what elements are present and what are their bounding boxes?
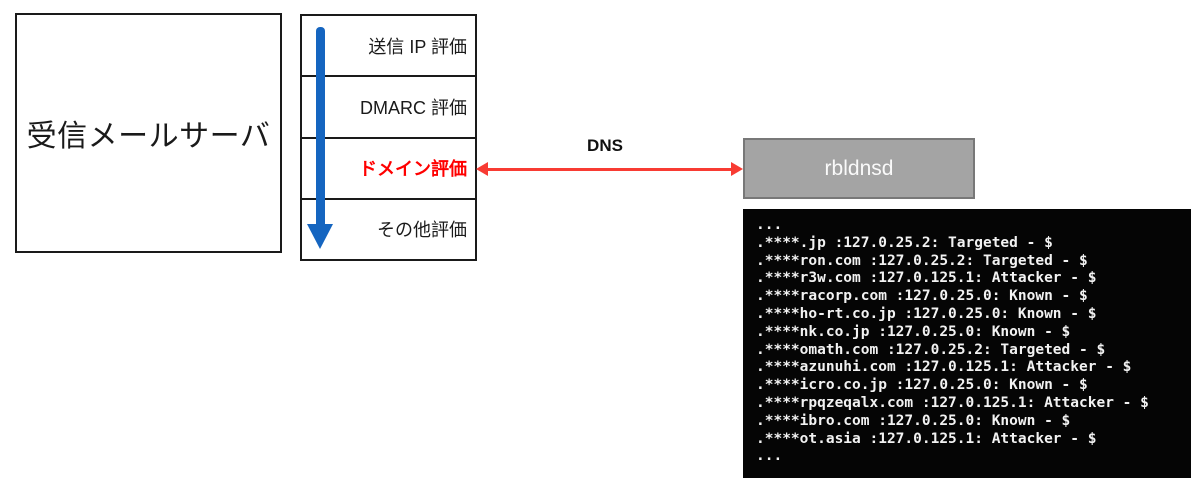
down-arrow-icon <box>316 27 325 224</box>
dns-label: DNS <box>587 136 623 155</box>
down-arrow-head-icon <box>307 224 333 249</box>
receiving-mail-server-label: 受信メールサーバ <box>26 120 271 153</box>
terminal-text: ... .****.jp :127.0.25.2: Targeted - $ .… <box>756 217 1149 465</box>
rbldnsd-label: rbldnsd <box>824 156 894 180</box>
eval-step-domain: ドメイン評価 <box>302 139 475 200</box>
eval-step-label: DMARC 評価 <box>360 97 467 118</box>
rbldnsd-terminal-output: ... .****.jp :127.0.25.2: Targeted - $ .… <box>743 209 1191 478</box>
arrow-right-icon <box>731 162 743 176</box>
arrow-left-icon <box>476 162 488 176</box>
eval-step-other: その他評価 <box>302 200 475 259</box>
evaluation-pipeline: 送信 IP 評価 DMARC 評価 ドメイン評価 その他評価 <box>300 14 477 261</box>
eval-step-sending-ip: 送信 IP 評価 <box>302 16 475 78</box>
eval-step-label: その他評価 <box>377 220 467 241</box>
eval-step-label: ドメイン評価 <box>359 159 467 180</box>
receiving-mail-server-box: 受信メールサーバ <box>15 13 282 253</box>
dns-bidirectional-arrow <box>484 168 733 171</box>
eval-step-label: 送信 IP 評価 <box>368 36 467 57</box>
eval-step-dmarc: DMARC 評価 <box>302 77 475 139</box>
rbldnsd-box: rbldnsd <box>743 138 975 199</box>
